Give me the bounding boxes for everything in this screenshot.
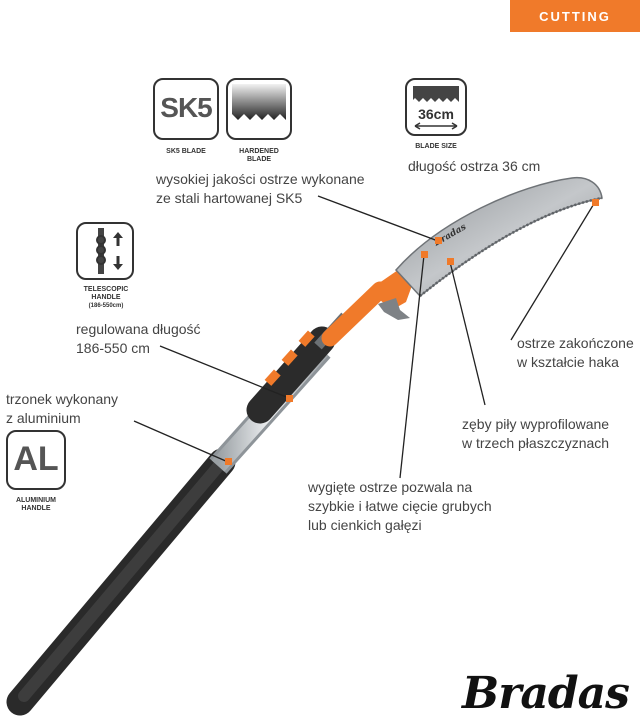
hardened-caption: HARDENED BLADE	[223, 148, 295, 164]
annotation-adjustable: regulowana długość 186-550 cm	[76, 320, 201, 358]
telescopic-graphic	[96, 228, 123, 274]
annotation-blade-length: długość ostrza 36 cm	[408, 157, 540, 176]
telescopic-handle-icon	[76, 222, 134, 280]
hardened-teeth-graphic	[232, 84, 286, 120]
aluminium-handle-icon: AL	[6, 430, 66, 490]
annotation-teeth-line2: w trzech płaszczyznach	[462, 435, 610, 451]
telescopic-caption-line1: TELESCOPIC	[83, 286, 129, 293]
annotation-markers	[225, 199, 599, 465]
annotation-sk5-line2: ze stali hartowanej SK5	[156, 190, 303, 206]
annotation-aluminium-line1: trzonek wykonany	[6, 391, 119, 407]
aluminium-caption-line1: ALUMINIUM	[15, 497, 57, 504]
annotation-hook-line1: ostrze zakończone	[517, 335, 634, 351]
blade-head	[321, 270, 414, 347]
annotation-teeth: zęby piły wyprofilowane w trzech płaszcz…	[462, 415, 609, 453]
telescopic-caption: TELESCOPIC HANDLE (186-550cm)	[70, 286, 142, 310]
hardened-caption-line2: BLADE	[246, 156, 272, 163]
annotation-adjustable-line2: 186-550 cm	[76, 340, 150, 356]
annotation-teeth-line1: zęby piły wyprofilowane	[462, 416, 610, 432]
blade-size-icon: 36cm	[405, 78, 467, 136]
telescopic-caption-line2: HANDLE	[91, 294, 121, 301]
annotation-curved-line3: lub cienkich gałęzi	[308, 517, 422, 533]
lower-handle	[6, 448, 236, 716]
annotation-aluminium-handle: trzonek wykonany z aluminium	[6, 390, 118, 428]
aluminium-glyph: AL	[13, 440, 59, 478]
sk5-caption: SK5 BLADE	[166, 148, 206, 155]
category-badge: CUTTING	[510, 0, 640, 32]
bradas-logo: Bradas	[462, 668, 630, 719]
annotation-aluminium-line2: z aluminium	[6, 410, 81, 426]
blade-size-graphic	[413, 86, 459, 130]
annotation-hook-line2: w kształcie haka	[517, 354, 619, 370]
aluminium-caption-line2: HANDLE	[21, 505, 51, 512]
blade-size-caption: BLADE SIZE	[415, 143, 457, 150]
saw-blade: Bradas	[394, 176, 603, 298]
annotation-sk5-blade: wysokiej jakości ostrze wykonane ze stal…	[156, 170, 365, 208]
annotation-hook-tip: ostrze zakończone w kształcie haka	[517, 334, 634, 372]
telescopic-caption-sub: (186-550cm)	[88, 303, 124, 309]
aluminium-caption: ALUMINIUM HANDLE	[0, 497, 72, 513]
sk5-blade-icon: SK5	[153, 78, 219, 140]
annotation-blade-length-line1: długość ostrza 36 cm	[408, 158, 541, 174]
sk5-glyph: SK5	[160, 92, 212, 123]
hardened-caption-line1: HARDENED	[239, 148, 279, 155]
annotation-curved-line1: wygięte ostrze pozwala na	[308, 479, 473, 495]
hardened-blade-icon	[226, 78, 292, 140]
annotation-curved-blade: wygięte ostrze pozwala na szybkie i łatw…	[308, 478, 492, 535]
annotation-curved-line2: szybkie i łatwe cięcie grubych	[308, 498, 492, 514]
annotation-adjustable-line1: regulowana długość	[76, 321, 201, 337]
annotation-sk5-line1: wysokiej jakości ostrze wykonane	[156, 171, 365, 187]
blade-size-value: 36cm	[418, 106, 454, 122]
leader-lines	[133, 195, 596, 479]
